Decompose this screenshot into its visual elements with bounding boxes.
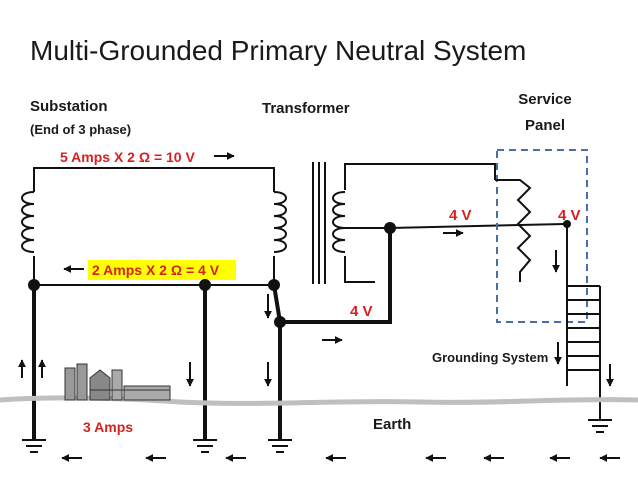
ground-rods: [32, 285, 282, 440]
grounding-system-label: Grounding System: [432, 350, 548, 365]
earth-label: Earth: [373, 416, 411, 433]
voltage-neutral: 4 V: [350, 303, 373, 320]
page-title: Multi-Grounded Primary Neutral System: [30, 35, 526, 66]
service-panel-wiring: [495, 179, 601, 420]
neutral-tie: [272, 228, 392, 324]
substation-label: Substation: [30, 98, 108, 115]
neutral-current-highlight: [88, 260, 236, 280]
ground-symbol-1: [22, 439, 46, 453]
voltage-secondary: 4 V: [449, 207, 472, 224]
neutral-current-annotation: 2 Amps X 2 Ω = 4 V: [92, 262, 220, 278]
ground-symbol-4: [588, 419, 612, 433]
farm-icon: [64, 363, 171, 401]
ground-symbols: [22, 419, 612, 453]
current-arrows: [18, 229, 620, 462]
transformer-core: [312, 162, 326, 284]
transformer-secondary: [332, 163, 566, 283]
node-panel: [563, 220, 571, 228]
transformer-label: Transformer: [262, 100, 350, 117]
substation-wiring: [21, 167, 287, 286]
ground-symbol-3: [268, 439, 292, 453]
earth-current-annotation: 3 Amps: [83, 419, 133, 435]
top-current-annotation: 5 Amps X 2 Ω = 10 V: [60, 149, 195, 165]
voltage-panel: 4 V: [558, 207, 581, 224]
service-panel-label-line1: Service: [518, 91, 571, 108]
ground-symbol-2: [193, 439, 217, 453]
substation-sublabel: (End of 3 phase): [30, 122, 131, 137]
service-panel-label-line2: Panel: [525, 117, 565, 134]
node-neutral-tie: [274, 316, 286, 328]
service-panel-box: [496, 149, 588, 323]
